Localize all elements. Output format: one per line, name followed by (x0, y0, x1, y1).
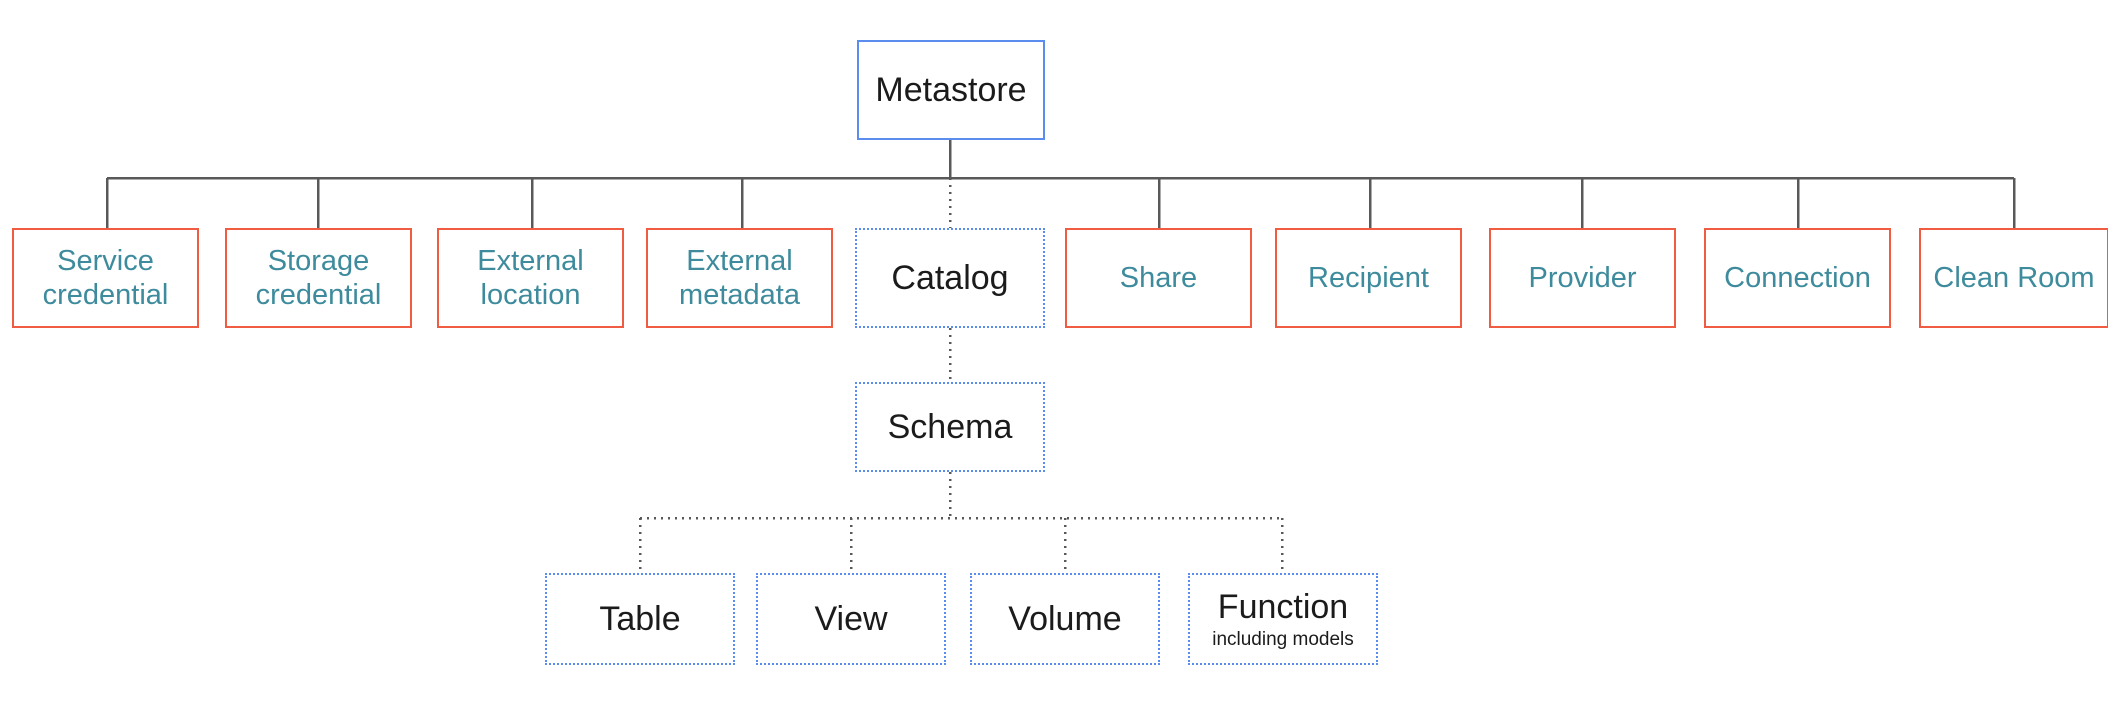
node-label-clean-room: Clean Room (1933, 261, 2095, 294)
node-external-location[interactable]: External location (437, 228, 624, 328)
node-label-function: Function (1217, 587, 1349, 626)
node-label-service-credential: Service credential (42, 244, 169, 311)
node-storage-credential[interactable]: Storage credential (225, 228, 412, 328)
node-external-metadata[interactable]: External metadata (646, 228, 833, 328)
node-connection[interactable]: Connection (1704, 228, 1891, 328)
node-sublabel-function: including models (1212, 628, 1354, 650)
solid-edges (105, 140, 2016, 228)
node-label-catalog: Catalog (891, 258, 1009, 297)
node-label-external-location: External location (477, 244, 584, 311)
node-label-connection: Connection (1724, 261, 1871, 294)
node-view[interactable]: View (756, 573, 946, 665)
node-label-storage-credential: Storage credential (255, 244, 382, 311)
node-catalog[interactable]: Catalog (855, 228, 1045, 328)
node-schema[interactable]: Schema (855, 382, 1045, 472)
node-table[interactable]: Table (545, 573, 735, 665)
node-service-credential[interactable]: Service credential (12, 228, 199, 328)
node-label-table: Table (599, 599, 681, 638)
node-share[interactable]: Share (1065, 228, 1252, 328)
node-recipient[interactable]: Recipient (1275, 228, 1462, 328)
node-provider[interactable]: Provider (1489, 228, 1676, 328)
node-metastore[interactable]: Metastore (857, 40, 1045, 140)
node-label-external-metadata: External metadata (679, 244, 800, 311)
node-label-recipient: Recipient (1308, 261, 1429, 294)
node-label-view: View (814, 599, 888, 638)
node-label-metastore: Metastore (875, 70, 1027, 109)
node-volume[interactable]: Volume (970, 573, 1160, 665)
node-label-volume: Volume (1008, 599, 1122, 638)
node-label-schema: Schema (887, 407, 1013, 446)
node-label-share: Share (1119, 261, 1198, 294)
node-clean-room[interactable]: Clean Room (1919, 228, 2108, 328)
node-label-provider: Provider (1528, 261, 1637, 294)
